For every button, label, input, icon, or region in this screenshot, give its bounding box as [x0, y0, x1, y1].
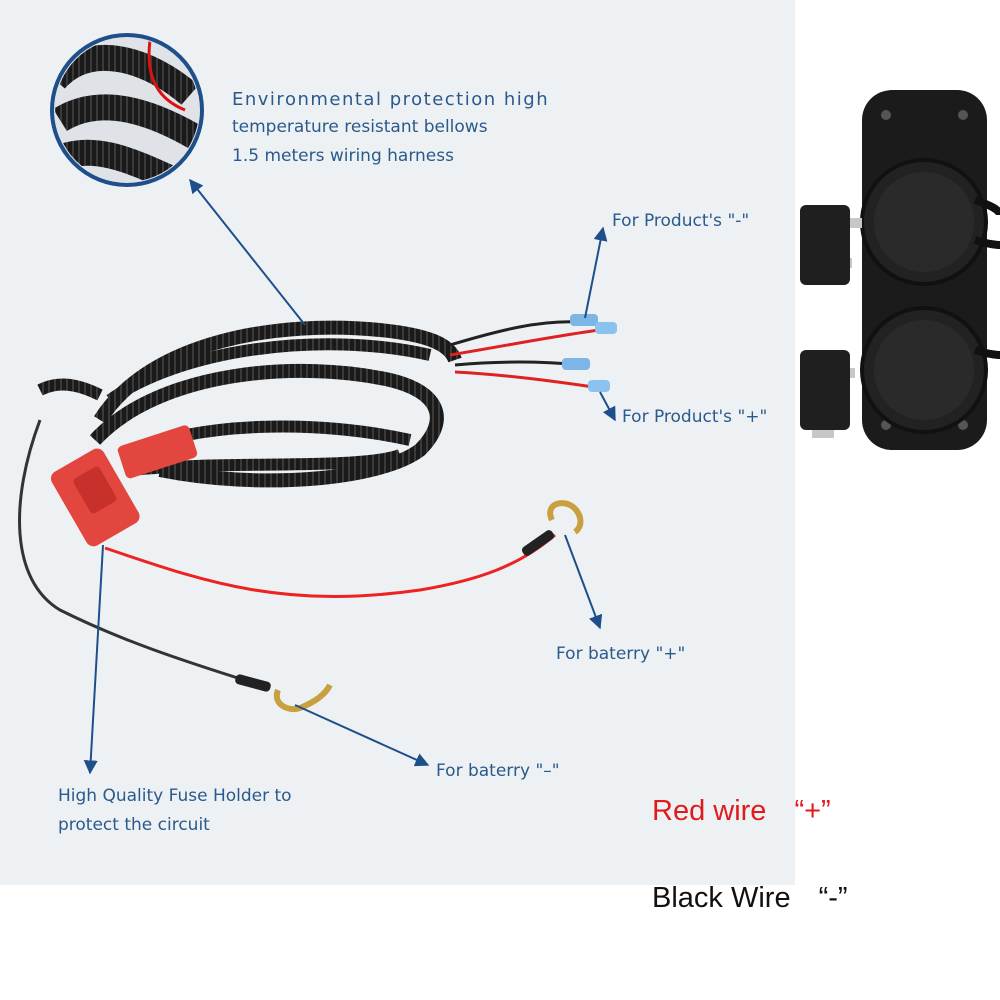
harness-callout-line1: Environmental protection high [232, 89, 550, 110]
black-wire-legend: Black Wire “-” [652, 882, 848, 915]
ring-terminal-icon [547, 500, 584, 535]
bellows-zoom-icon [50, 33, 204, 187]
product-leads [449, 320, 601, 390]
harness-callout-line3: 1.5 meters wiring harness [232, 146, 454, 166]
black-battery-wire [18, 419, 261, 687]
harness-coils [37, 320, 462, 488]
product-negative-callout: For Product's "-" [612, 211, 750, 231]
dual-socket-panel-icon [800, 90, 1000, 450]
product-positive-callout: For Product's "+" [622, 407, 768, 427]
spade-connector-icon [562, 314, 617, 392]
harness-callout-line2: temperature resistant bellows [232, 117, 488, 137]
red-battery-wire [104, 533, 556, 598]
battery-positive-callout: For baterry "+" [556, 644, 686, 664]
black-wire-symbol: “-” [818, 882, 848, 914]
battery-negative-callout: For baterry "–" [436, 761, 560, 781]
red-wire-legend: Red wire “+” [652, 795, 831, 828]
black-wire-label: Black Wire [652, 882, 791, 914]
fuse-callout-line1: High Quality Fuse Holder to [58, 786, 292, 806]
red-wire-symbol: “+” [794, 795, 831, 827]
fuse-holder-icon [50, 425, 198, 547]
callout-arrow-icon [83, 178, 616, 775]
red-wire-label: Red wire [652, 795, 767, 827]
ring-terminal-icon [273, 683, 333, 712]
fuse-callout-line2: protect the circuit [58, 815, 210, 835]
